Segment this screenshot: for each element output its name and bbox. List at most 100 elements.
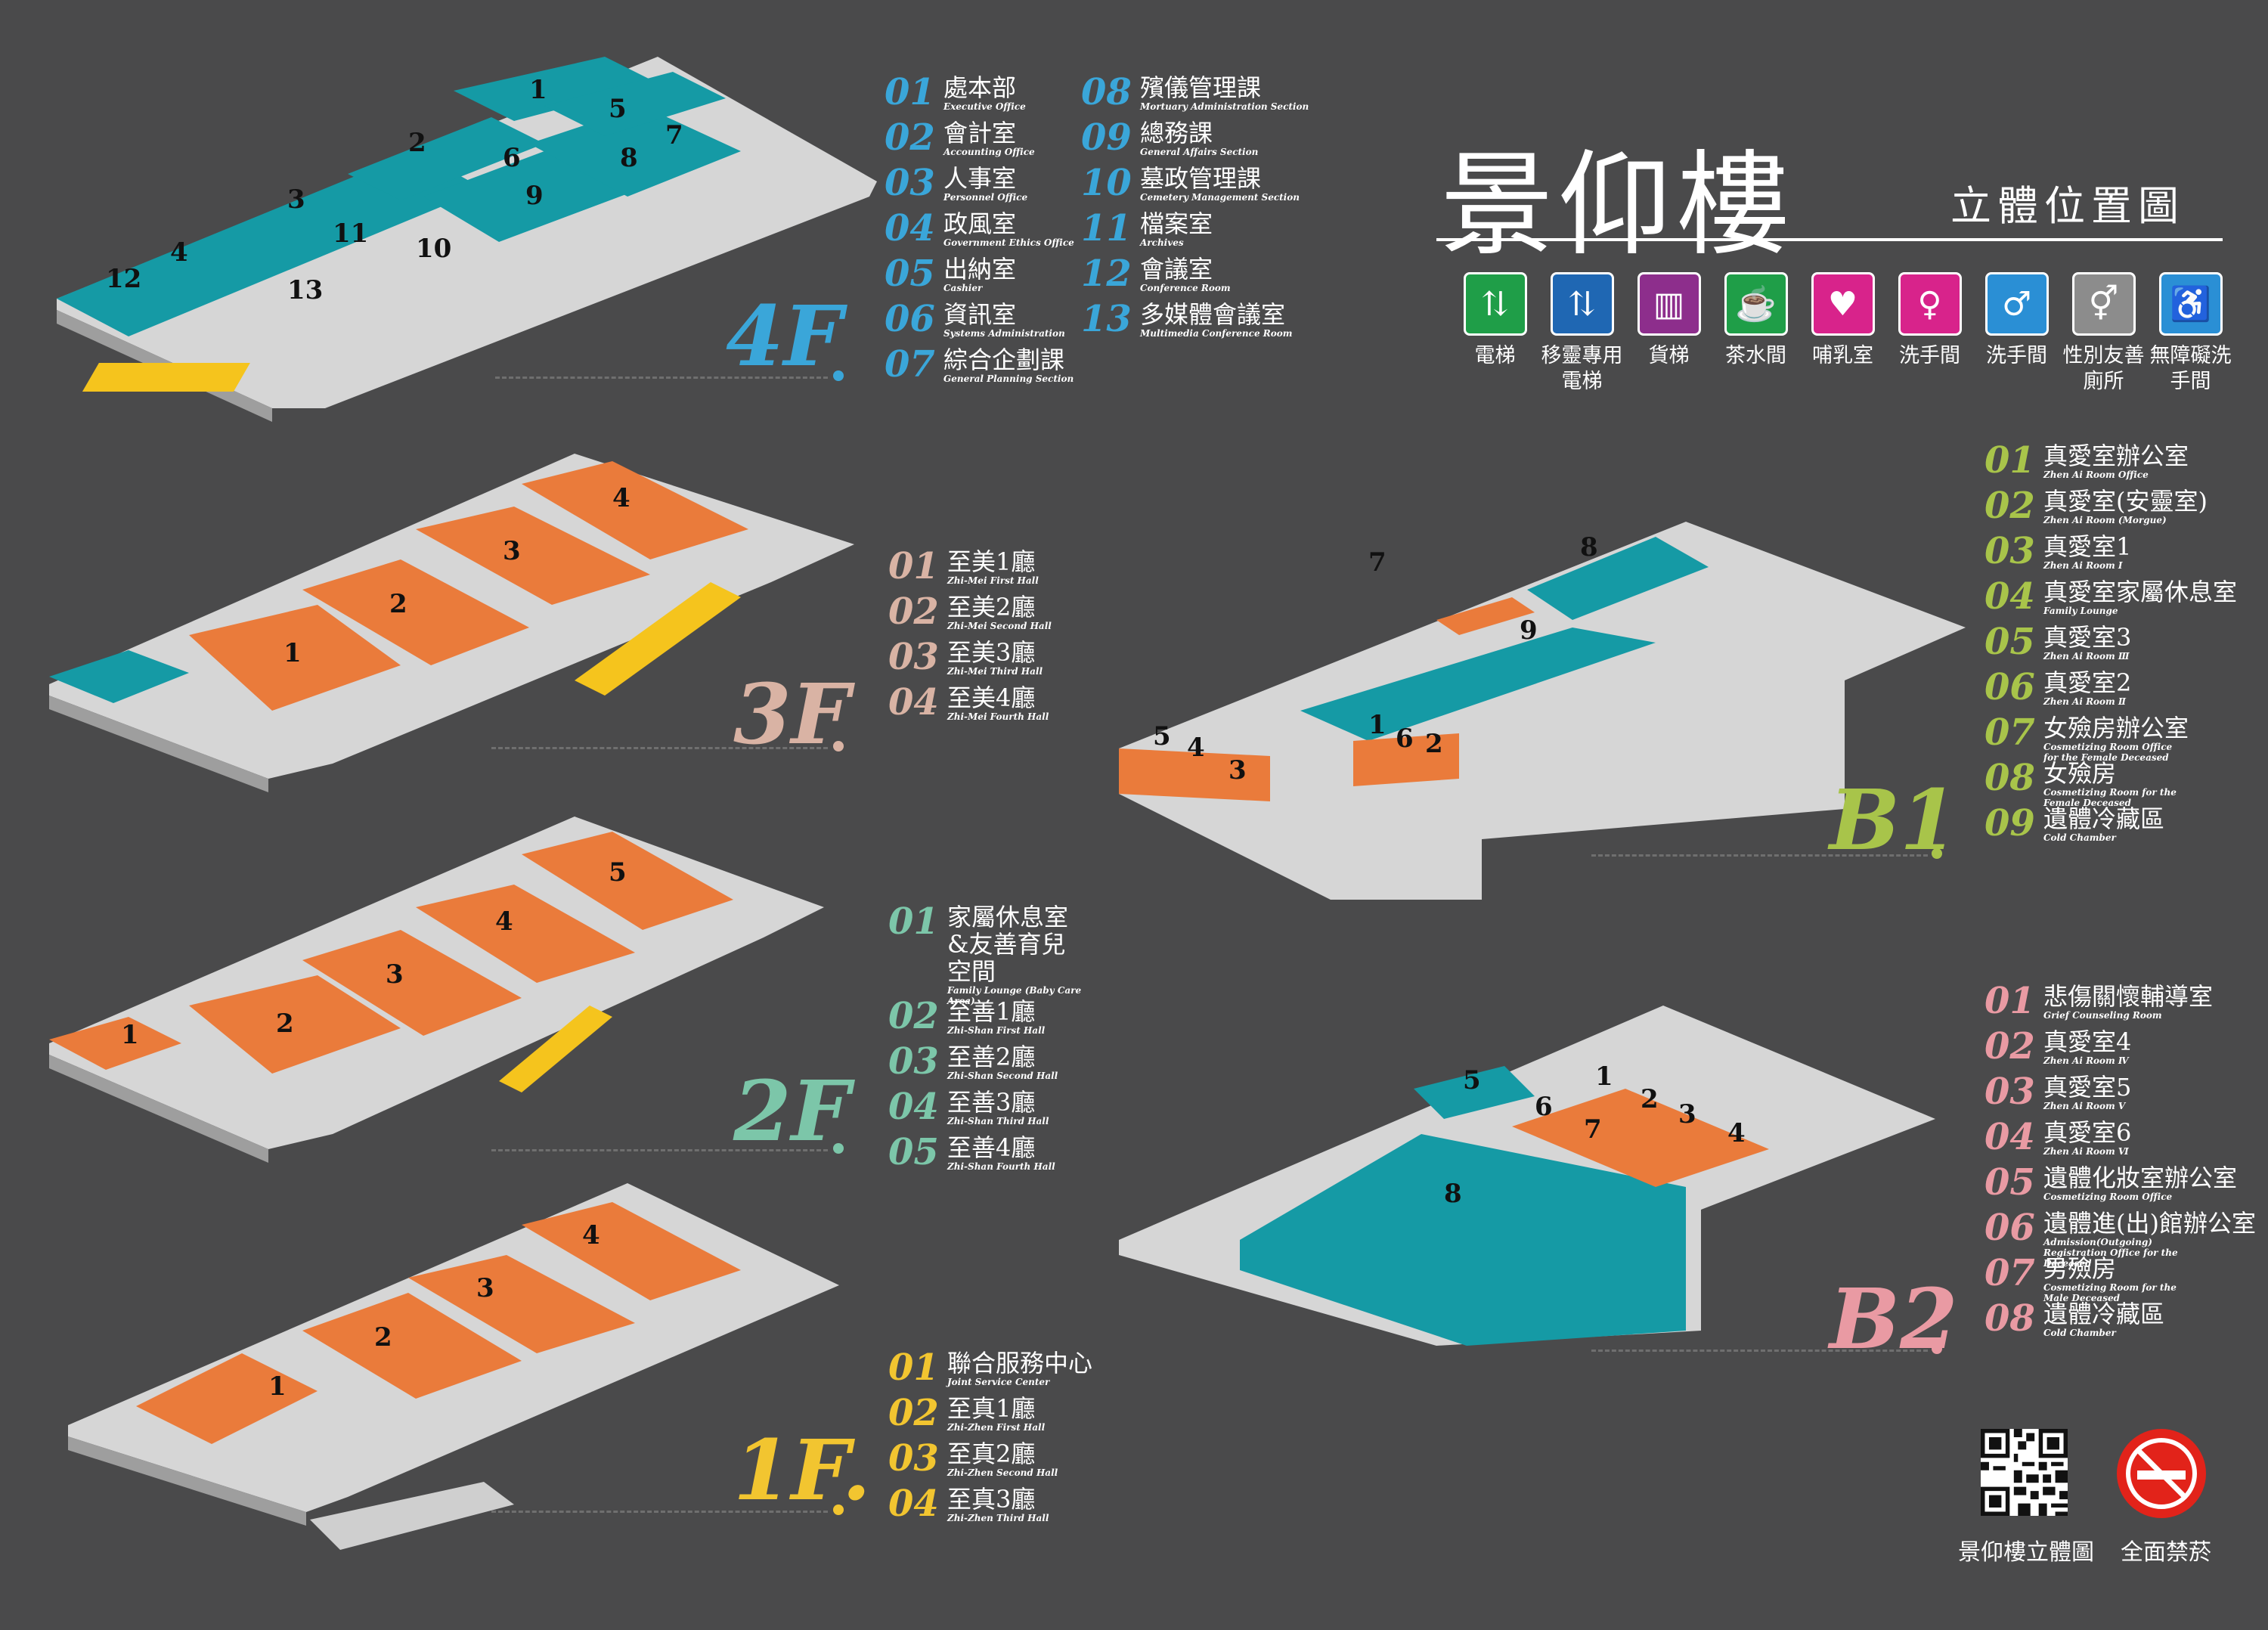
room-name: 真愛室(安靈室) (2043, 487, 2208, 516)
title-divider (1436, 238, 2223, 241)
room-b1-7 (1436, 597, 1535, 635)
room-number: 01 (888, 1346, 939, 1389)
svg-text:2: 2 (1641, 1084, 1659, 1114)
room-number: 01 (885, 71, 935, 113)
room-name-en: Zhen Ai Room Ⅲ (2043, 651, 2130, 662)
room-name: 檔案室 (1140, 209, 1213, 238)
room-name: 人事室 (943, 164, 1017, 193)
room-2f-2 (189, 975, 401, 1074)
nursing-room-icon: ♥ (1811, 272, 1875, 336)
room-name-en: Joint Service Center (947, 1377, 1050, 1387)
svg-text:3: 3 (287, 184, 305, 215)
icon-label: 洗手間 (1899, 344, 1960, 367)
room-b2-1-4-6 (1512, 1089, 1769, 1187)
room-name: 墓政管理課 (1140, 164, 1262, 193)
room-name-en: Zhi-Shan Third Hall (947, 1116, 1049, 1126)
room-name-en: Cold Chamber (2043, 1328, 2116, 1338)
room-number: 04 (885, 207, 935, 249)
page-title: 景仰樓 (1440, 140, 1795, 271)
room-name: 政風室 (943, 209, 1017, 238)
room-name: 男殮房 (2043, 1254, 2117, 1283)
room-number: 03 (888, 1437, 939, 1480)
room-number: 09 (1081, 116, 1132, 159)
room-name-en: Zhi-Shan Fourth Hall (947, 1161, 1055, 1172)
qr-code-icon[interactable] (1981, 1429, 2068, 1516)
transfer-elevator-icon: ⇅ (1550, 272, 1614, 336)
room-name: 總務課 (1140, 119, 1213, 147)
floor-1f-plan (68, 1183, 839, 1550)
room-name: 真愛室1 (2043, 532, 2132, 561)
room-name: 至善3廳 (947, 1088, 1036, 1117)
icon-legend: ⇅ 電梯 ⇅ 移靈專用電梯 ▥ 貨梯 ☕ 茶水間 ♥ 哺乳室 ♀ 洗手間 ♂ 洗… (1452, 272, 2234, 395)
room-number: 09 (1984, 802, 2035, 844)
legend-freight-elevator: ▥ 貨梯 (1625, 272, 1712, 395)
room-b1-9 (1300, 628, 1656, 741)
svg-text:2: 2 (374, 1322, 392, 1353)
room-3f-1 (189, 605, 401, 711)
room-name: 至真1廳 (947, 1394, 1036, 1423)
room-name: 資訊室 (943, 300, 1017, 329)
svg-text:6: 6 (503, 143, 521, 173)
room-name-en: Zhi-Mei Fourth Hall (947, 711, 1049, 722)
svg-text:5: 5 (1463, 1065, 1481, 1095)
room-name-en: Zhen Ai Room Ⅰ (2043, 560, 2123, 571)
room-name-en: Zhi-Zhen Second Hall (947, 1467, 1058, 1478)
room-b1-3-4-5 (1119, 748, 1270, 801)
room-name: 真愛室5 (2043, 1073, 2132, 1102)
room-number: 08 (1984, 757, 2035, 799)
room-name: 多媒體會議室 (1140, 300, 1286, 329)
legend-gender-friendly-restroom: ⚥ 性別友善廁所 (2060, 272, 2147, 395)
room-name-en: General Affairs Section (1140, 147, 1259, 157)
room-number: 05 (1984, 1161, 2035, 1204)
no-smoking-icon (2117, 1429, 2206, 1518)
room-number: 05 (885, 253, 935, 295)
svg-text:3: 3 (386, 959, 404, 990)
floor-2f-plan (49, 817, 824, 1163)
room-name: 真愛室4 (2043, 1027, 2132, 1056)
svg-text:5: 5 (1153, 721, 1171, 751)
room-name-en: Family Lounge (Baby Care Area) (947, 985, 1082, 1006)
room-number: 04 (1984, 1116, 2035, 1158)
room-name-en: Accounting Office (943, 147, 1035, 157)
room-number: 10 (1081, 162, 1132, 204)
room-name-en: Zhi-Mei Third Hall (947, 666, 1043, 677)
svg-text:11: 11 (333, 218, 368, 249)
svg-text:7: 7 (665, 120, 683, 150)
room-name: 悲傷關懷輔導室 (2043, 982, 2214, 1011)
icon-label: 洗手間 (1986, 344, 2047, 367)
room-name-en: Zhi-Zhen Third Hall (947, 1513, 1049, 1523)
icon-label: 移靈專用電梯 (1541, 344, 1623, 393)
room-name: 真愛室6 (2043, 1118, 2132, 1147)
svg-text:9: 9 (525, 181, 544, 211)
room-number: 07 (1984, 711, 2035, 754)
room-name-en: Cosmetizing Room Office (2043, 1192, 2173, 1202)
room-name: 至善4廳 (947, 1133, 1036, 1162)
no-smoking-label: 全面禁菸 (2121, 1539, 2211, 1566)
icon-label: 茶水間 (1725, 344, 1786, 367)
room-number: 04 (888, 1086, 939, 1128)
svg-text:7: 7 (1368, 547, 1387, 578)
room-number: 03 (1984, 1071, 2035, 1113)
svg-text:12: 12 (106, 264, 141, 294)
room-name: 聯合服務中心 (947, 1349, 1093, 1377)
room-name-en: Zhi-Mei First Hall (947, 575, 1039, 586)
room-name-en: Zhen Ai Room Ⅵ (2043, 1146, 2129, 1157)
room-number: 01 (1984, 439, 2035, 482)
room-name-en: Cemetery Management Section (1140, 192, 1300, 203)
room-number: 11 (1081, 207, 1132, 249)
room-name: 真愛室辦公室 (2043, 442, 2189, 470)
svg-text:6: 6 (1396, 724, 1414, 754)
svg-text:2: 2 (389, 589, 407, 619)
icon-label: 貨梯 (1648, 344, 1690, 367)
room-number: 12 (1081, 253, 1132, 295)
svg-text:4: 4 (1187, 733, 1205, 763)
room-name: 至美2廳 (947, 593, 1036, 621)
icon-label: 性別友善廁所 (2062, 344, 2145, 393)
icon-label: 無障礙洗手間 (2149, 344, 2232, 393)
floor-label-2f: 2F (733, 1062, 850, 1160)
